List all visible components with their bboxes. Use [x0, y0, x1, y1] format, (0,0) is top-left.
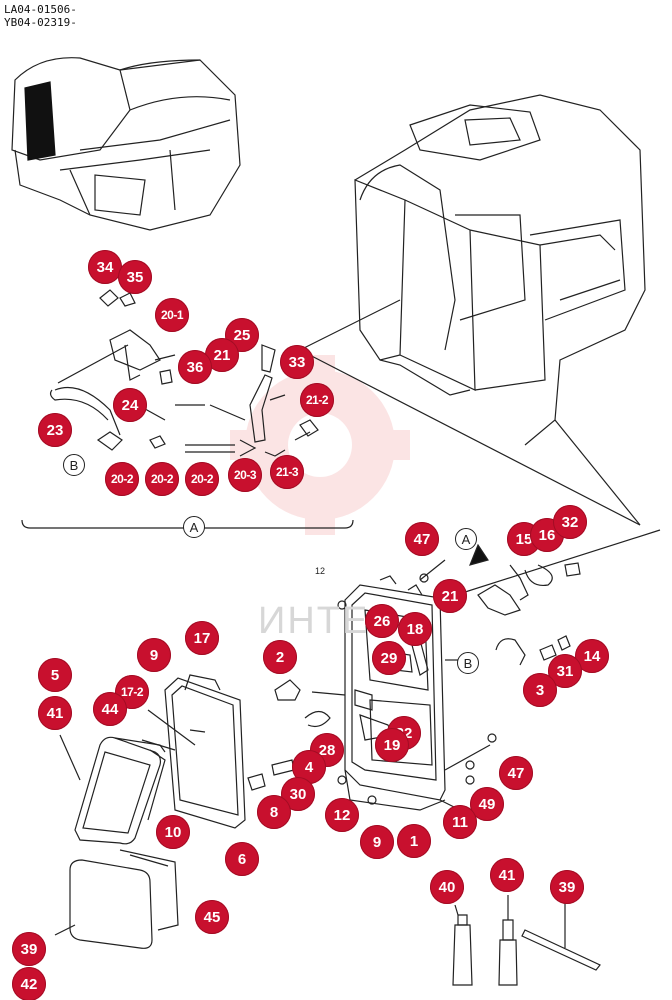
callout-badge-3: 3 — [523, 673, 557, 707]
callout-badge-34: 34 — [88, 250, 122, 284]
callout-badge-39: 39 — [12, 932, 46, 966]
handle-parts — [468, 534, 581, 666]
callout-badge-12: 12 — [325, 798, 359, 832]
callout-badge-6: 6 — [225, 842, 259, 876]
callout-badge-26: 26 — [365, 604, 399, 638]
watermark-text: ИНТЕ — [258, 600, 370, 642]
callout-badge-45: 45 — [195, 900, 229, 934]
callout-badge-20-1: 20-1 — [155, 298, 189, 332]
callout-badge-23: 23 — [38, 413, 72, 447]
callout-badge-20-2: 20-2 — [105, 462, 139, 496]
callout-badge-44: 44 — [93, 692, 127, 726]
label-12-small: 12 — [315, 566, 326, 576]
callout-badge-42: 42 — [12, 967, 46, 1000]
machine-thumbnail — [11, 57, 241, 231]
callout-badge-5: 5 — [38, 658, 72, 692]
callout-badge-41: 41 — [490, 858, 524, 892]
callout-badge-11: 11 — [443, 805, 477, 839]
callout-badge-41: 41 — [38, 696, 72, 730]
model-code-2: YB04-02319- — [4, 16, 77, 29]
callout-badge-20-2: 20-2 — [185, 462, 219, 496]
cab-door-highlight — [24, 81, 56, 161]
callout-badge-35: 35 — [118, 260, 152, 294]
callout-badge-49: 49 — [470, 787, 504, 821]
ref-a-detail: A — [183, 516, 205, 538]
callout-badge-21-3: 21-3 — [270, 455, 304, 489]
callout-badge-20-3: 20-3 — [228, 458, 262, 492]
callout-badge-28: 28 — [310, 733, 344, 767]
callout-badge-39: 39 — [550, 870, 584, 904]
consumables — [452, 895, 601, 986]
callout-badge-33: 33 — [280, 345, 314, 379]
door-frame — [311, 529, 661, 811]
ref-b-latch: B — [63, 454, 85, 476]
callout-badge-36: 36 — [178, 350, 212, 384]
callout-badge-24: 24 — [113, 388, 147, 422]
door-small-parts — [247, 573, 497, 805]
ref-a-door: A — [455, 528, 477, 550]
callout-badge-9: 9 — [137, 638, 171, 672]
callout-badge-21-2: 21-2 — [300, 383, 334, 417]
callout-badge-21: 21 — [433, 579, 467, 613]
callout-badge-32: 32 — [553, 505, 587, 539]
callout-badge-18: 18 — [398, 612, 432, 646]
callout-badge-47: 47 — [499, 756, 533, 790]
callout-badge-20-2: 20-2 — [145, 462, 179, 496]
ref-b-door: B — [457, 652, 479, 674]
callout-badge-19: 19 — [375, 728, 409, 762]
callout-badge-2: 2 — [263, 640, 297, 674]
callout-badge-1: 1 — [397, 824, 431, 858]
callout-badge-40: 40 — [430, 870, 464, 904]
callout-badge-10: 10 — [156, 815, 190, 849]
window-panels — [54, 674, 246, 949]
callout-badge-29: 29 — [372, 641, 406, 675]
callout-badge-8: 8 — [257, 795, 291, 829]
model-code-1: LA04-01506- — [4, 3, 77, 16]
watermark-gear — [230, 355, 410, 535]
callout-badge-9: 9 — [360, 825, 394, 859]
cab-frame — [299, 94, 646, 526]
callout-badge-47: 47 — [405, 522, 439, 556]
callout-badge-17: 17 — [185, 621, 219, 655]
